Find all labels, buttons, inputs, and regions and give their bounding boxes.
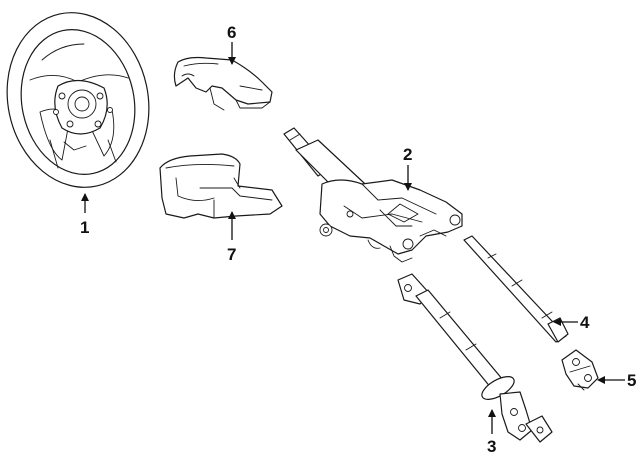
callout-3: 3	[487, 437, 496, 454]
callout-5: 5	[627, 371, 636, 390]
steering-column	[283, 127, 463, 263]
intermediate-shaft	[463, 235, 569, 343]
lower-shroud	[159, 153, 283, 219]
callout-1: 1	[80, 218, 89, 237]
callout-7: 7	[227, 245, 236, 264]
callout-6: 6	[227, 23, 236, 42]
lower-shaft	[397, 273, 553, 443]
upper-shroud	[173, 56, 273, 111]
callout-2: 2	[403, 145, 412, 164]
steering-wheel	[6, 12, 150, 188]
universal-joint	[561, 349, 599, 391]
callout-4: 4	[580, 313, 590, 332]
